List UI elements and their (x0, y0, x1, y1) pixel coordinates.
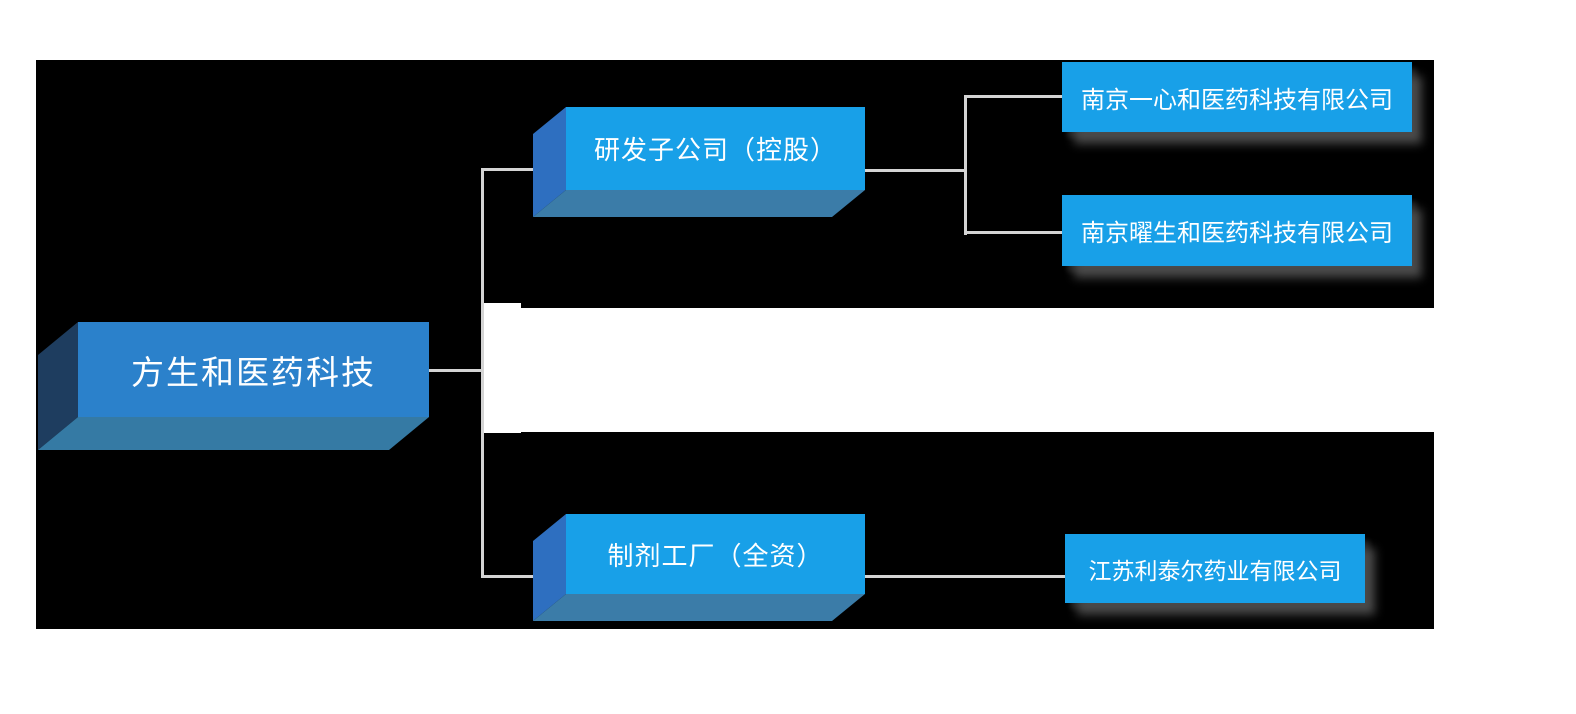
leaf-node-label: 南京曜生和医药科技有限公司 (1081, 220, 1393, 247)
connector-child2-horizontal (964, 231, 1062, 234)
white-gap-band (485, 308, 1434, 432)
connector-branch1-children-vertical (964, 95, 967, 235)
leaf-node-label: 江苏利泰尔药业有限公司 (1088, 557, 1342, 584)
connector-root-horizontal (429, 369, 484, 372)
connector-child3-horizontal (863, 575, 1065, 578)
connector-child1-horizontal (964, 95, 1062, 98)
leaf-node-nanjing-yixinhe: 南京一心和医药科技有限公司 (1062, 62, 1412, 132)
leaf-node-nanjing-yaoshenghe: 南京曜生和医药科技有限公司 (1062, 195, 1412, 266)
connector-trunk-vertical (481, 168, 484, 578)
connector-branch1-left-horizontal (481, 168, 535, 171)
connector-branch1-right-horizontal (863, 169, 967, 172)
connector-branch2-left-horizontal (481, 575, 535, 578)
leaf-node-label: 南京一心和医药科技有限公司 (1081, 86, 1393, 114)
leaf-node-jiangsu-litaier: 江苏利泰尔药业有限公司 (1065, 534, 1365, 603)
